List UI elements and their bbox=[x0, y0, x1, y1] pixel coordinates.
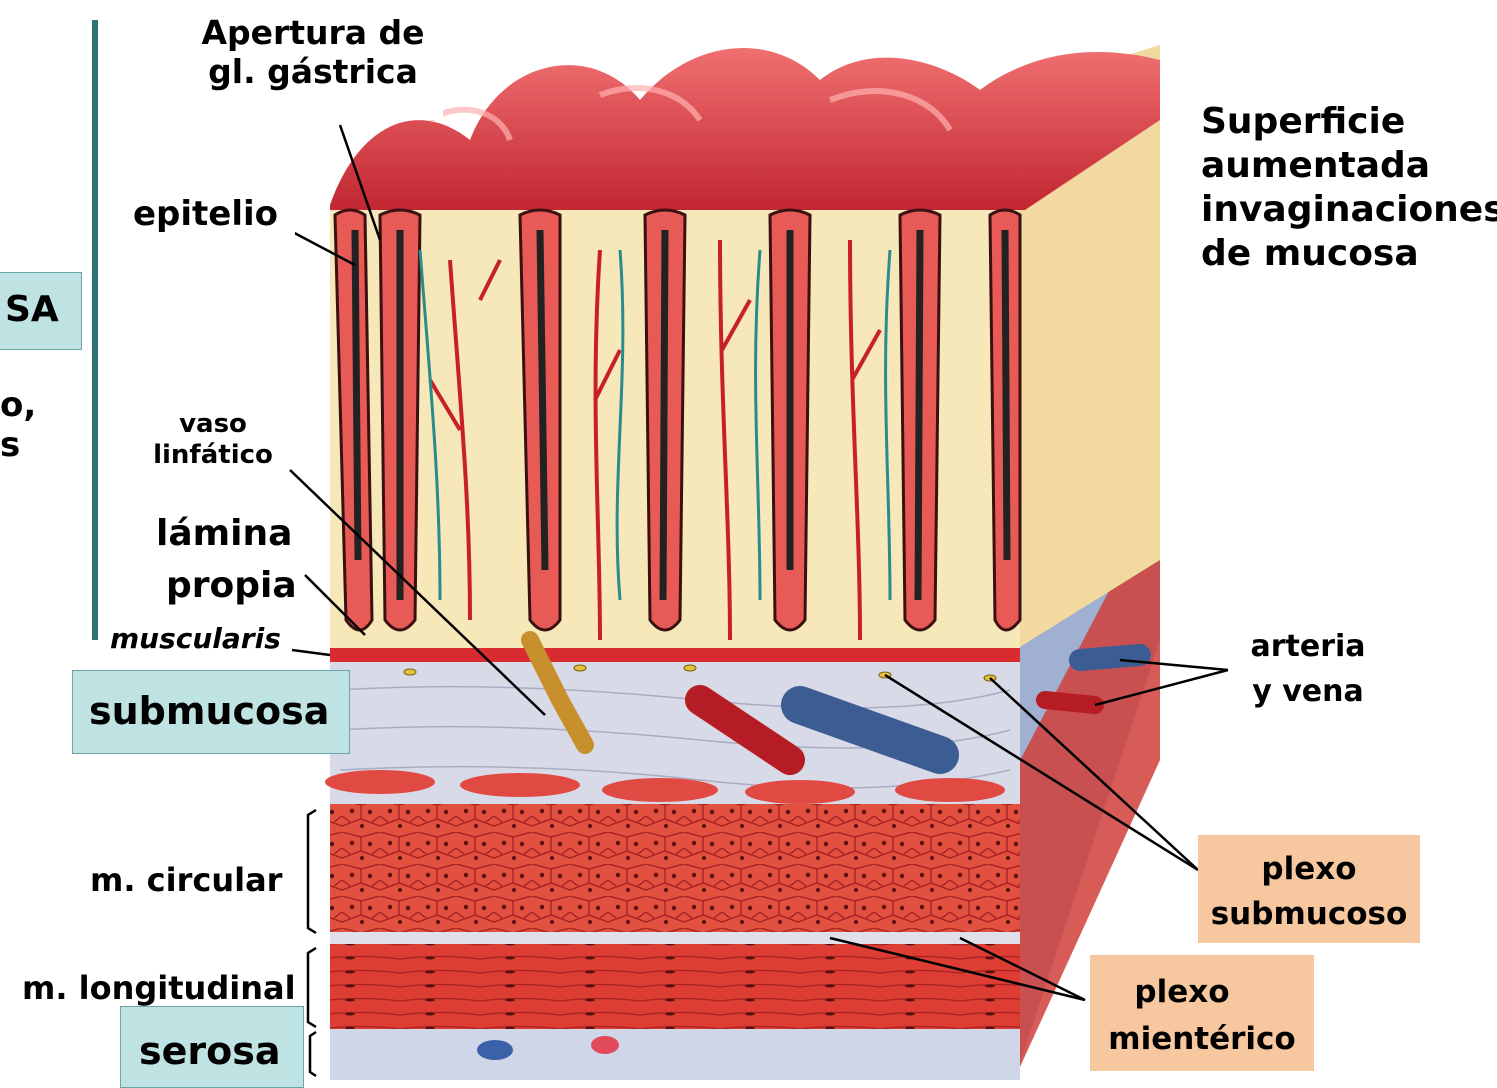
label-side-fragment-2: s bbox=[0, 425, 36, 465]
label-side-fragment: o, s bbox=[0, 385, 36, 465]
label-submucosa: submucosa bbox=[89, 689, 329, 734]
label-arteria-vena: arteria y vena bbox=[1228, 612, 1388, 744]
label-muscularis: muscularis bbox=[104, 620, 287, 659]
label-plexo-sub-line1: plexo bbox=[1198, 847, 1420, 892]
label-plexo-mie-line2: mientérico bbox=[1090, 1016, 1314, 1063]
mucosa-bracket bbox=[92, 20, 98, 640]
serosa-bracket bbox=[310, 1032, 316, 1076]
label-superficie-4: de mucosa bbox=[1201, 232, 1497, 276]
label-vaso-line2: linfático bbox=[143, 440, 283, 471]
label-superficie-2: aumentada bbox=[1201, 144, 1497, 188]
label-epitelio: epitelio bbox=[115, 182, 295, 244]
label-lamina-line1: lámina bbox=[156, 508, 300, 560]
circular-muscle-layer bbox=[330, 804, 1020, 932]
label-plexo-submucoso: plexo submucoso bbox=[1198, 835, 1420, 943]
circular-bracket bbox=[308, 810, 316, 933]
longitudinal-bracket bbox=[308, 948, 316, 1027]
label-serosa: serosa bbox=[139, 1029, 281, 1074]
longitudinal-muscle-layer bbox=[330, 944, 1020, 1029]
label-superficie: Superficie aumentada invaginaciones de m… bbox=[1185, 90, 1497, 302]
serosa-layer bbox=[330, 1029, 1020, 1080]
label-plexo-mie-line1: plexo bbox=[1090, 969, 1314, 1016]
label-superficie-3: invaginaciones bbox=[1201, 188, 1497, 232]
label-serosa-box: serosa bbox=[120, 1006, 304, 1088]
label-vaso-line1: vaso bbox=[143, 409, 283, 440]
mucosa-surface-folds bbox=[330, 48, 1160, 215]
label-apertura: Apertura de gl. gástrica bbox=[183, 8, 443, 120]
label-mucosa-fragment: SA bbox=[5, 289, 59, 331]
label-plexo-sub-line2: submucoso bbox=[1198, 892, 1420, 937]
label-mucosa-box: SA bbox=[0, 272, 82, 350]
label-plexo-mienterico: plexo mientérico bbox=[1090, 955, 1314, 1071]
label-arteria-line2: y vena bbox=[1228, 669, 1388, 714]
label-arteria-line1: arteria bbox=[1228, 624, 1388, 669]
muscularis-mucosae bbox=[330, 648, 1020, 662]
label-apertura-line1: Apertura de bbox=[183, 14, 443, 53]
label-lamina-propia: lámina propia bbox=[150, 508, 300, 620]
label-apertura-line2: gl. gástrica bbox=[183, 53, 443, 92]
label-superficie-1: Superficie bbox=[1201, 100, 1497, 144]
label-side-fragment-1: o, bbox=[0, 385, 36, 425]
label-lamina-line2: propia bbox=[156, 560, 300, 612]
label-m-circular: m. circular bbox=[90, 862, 282, 900]
label-vaso-linfatico: vaso linfático bbox=[143, 395, 283, 485]
label-submucosa-box: submucosa bbox=[72, 670, 350, 754]
